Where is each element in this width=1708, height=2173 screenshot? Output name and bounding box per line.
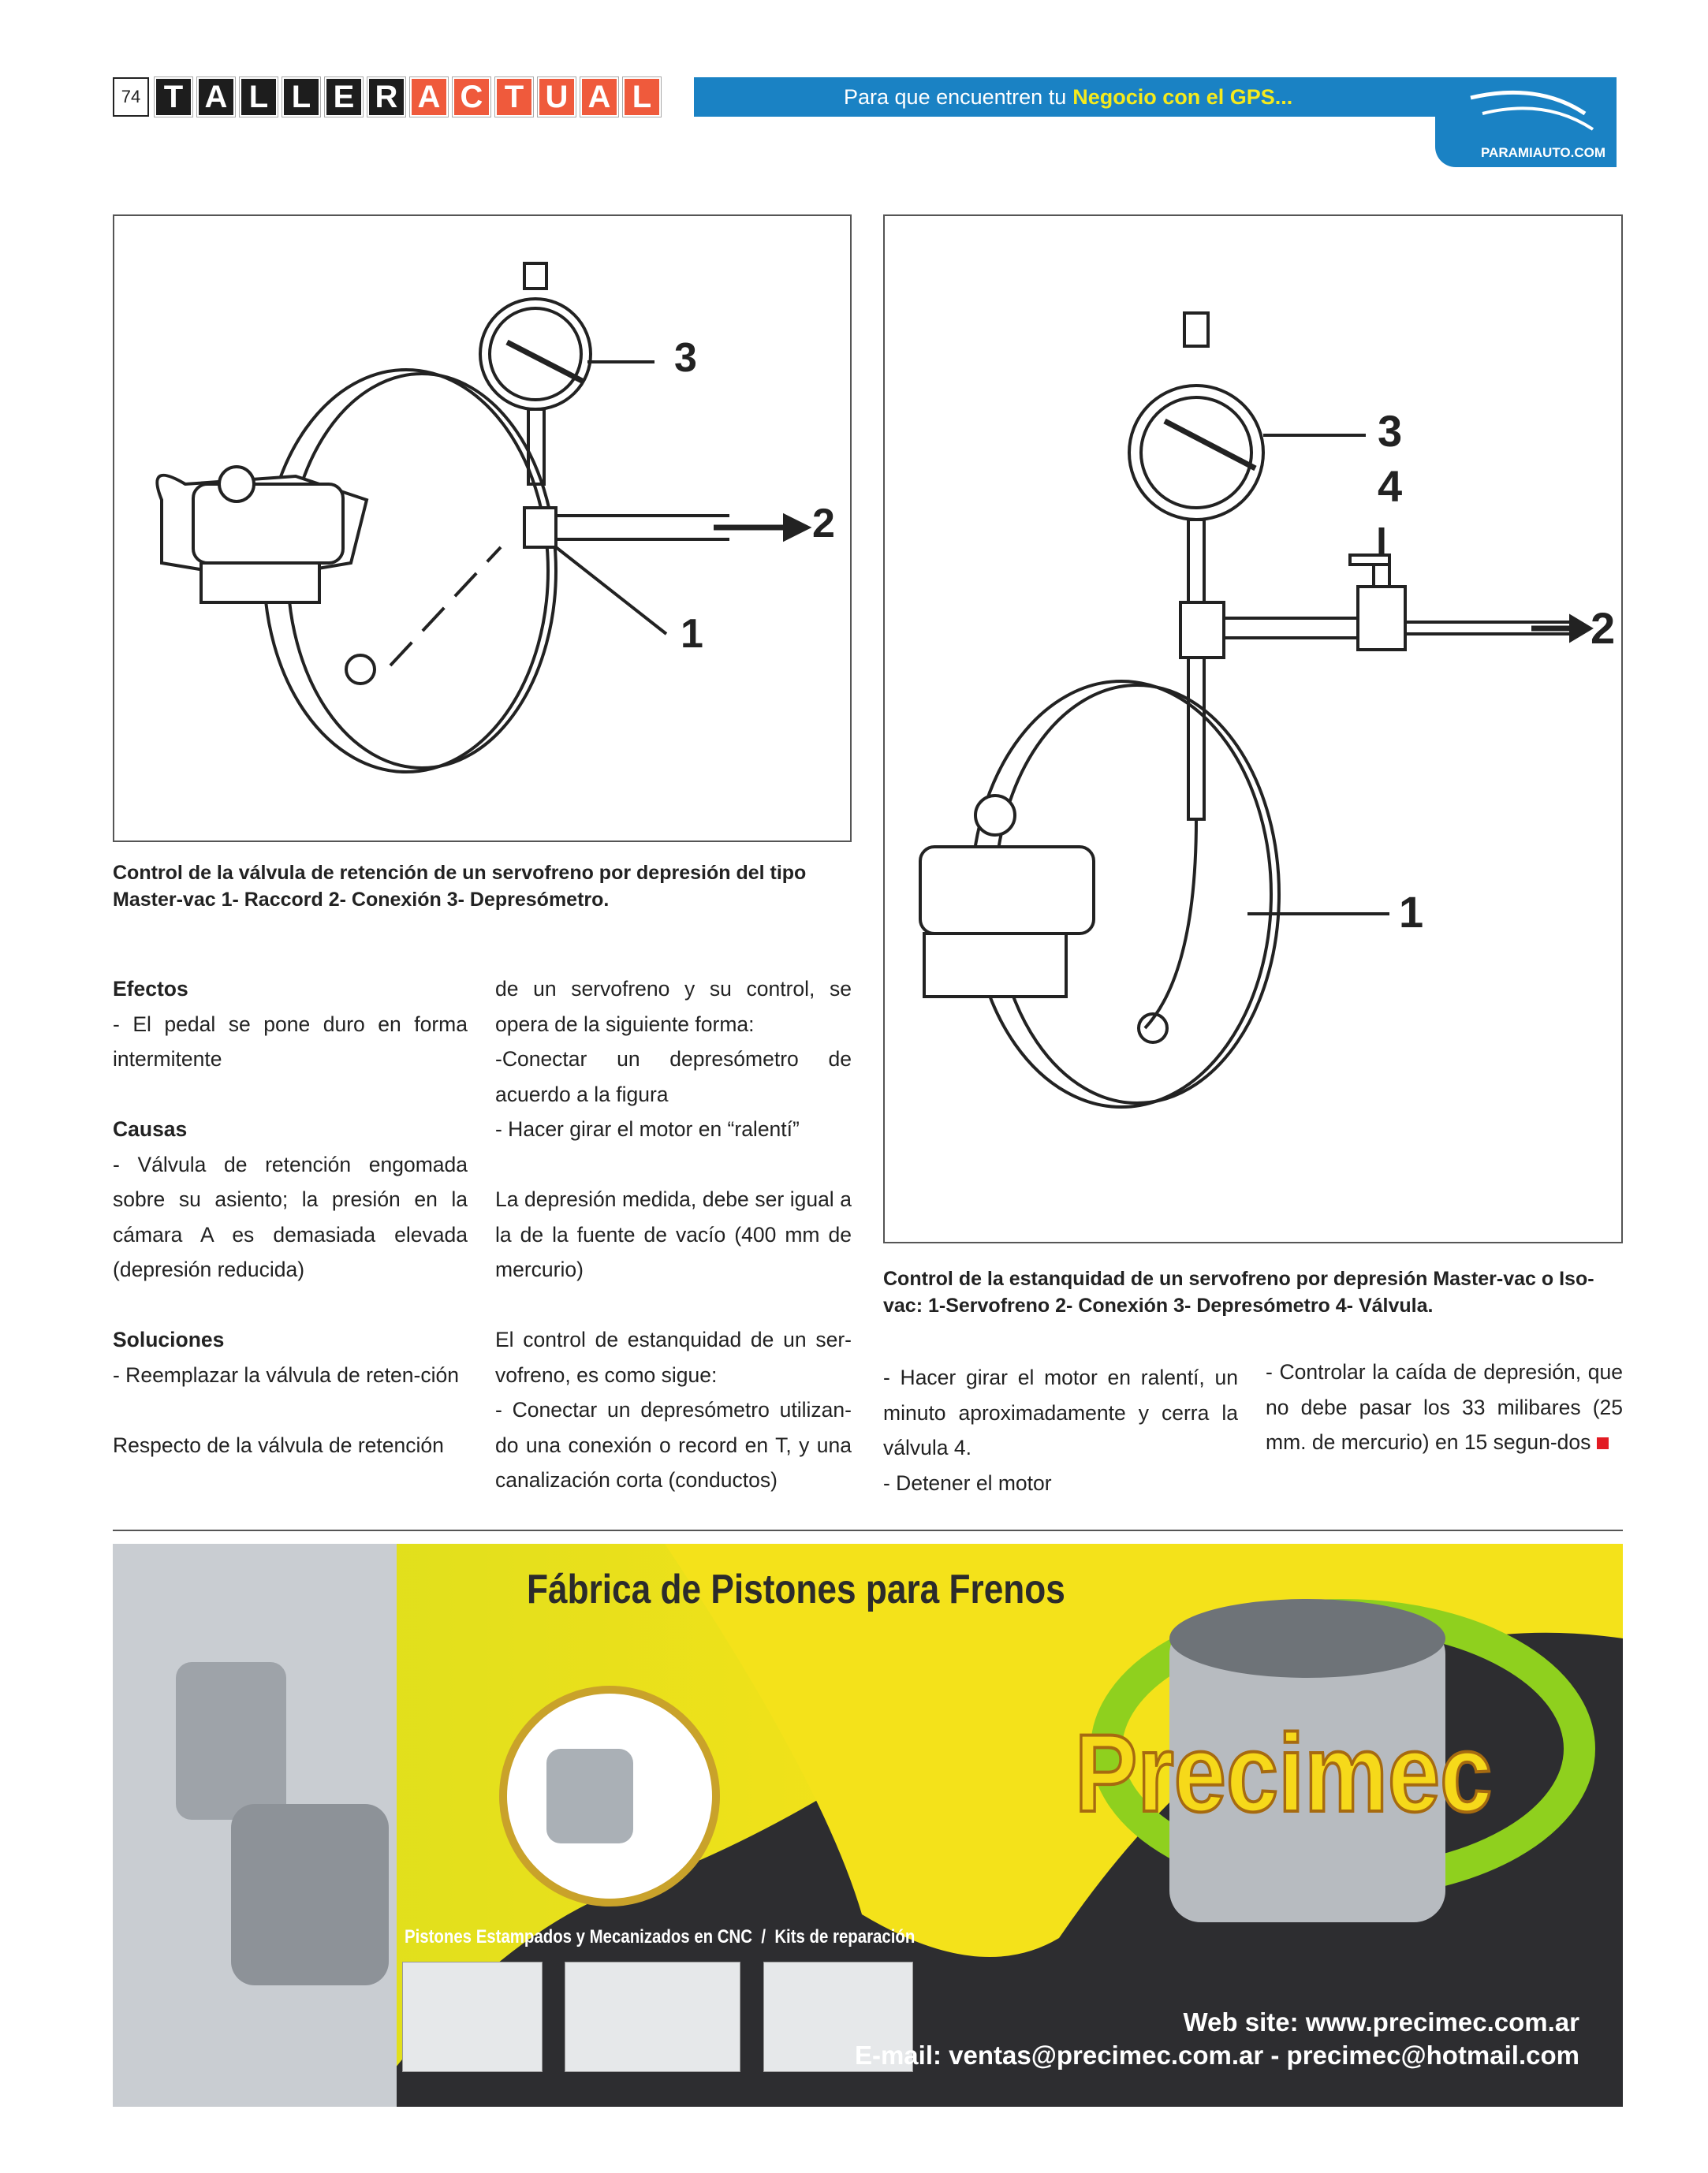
banner-text: Para que encuentren tu xyxy=(844,84,1067,109)
paragraph: - Reemplazar la válvula de reten-ción xyxy=(113,1362,459,1387)
precimec-advertisement[interactable]: Fábrica de Pistones para Frenos Precimec… xyxy=(113,1544,1623,2107)
logo-letter: R xyxy=(367,76,406,117)
paragraph: - Conectar un depresómetro utilizan-do u… xyxy=(495,1398,852,1492)
product-thumbnail xyxy=(763,1962,913,2072)
paragraph: - El pedal se pone duro en forma intermi… xyxy=(113,1012,468,1072)
paragraph: - Hacer girar el motor en “ralentí” xyxy=(495,1117,800,1141)
figure-leak-test: 3 4 2 1 xyxy=(883,214,1623,1243)
paragraph: - Controlar la caída de depresión, que n… xyxy=(1266,1360,1623,1454)
paragraph: - Válvula de retención engomada sobre su… xyxy=(113,1152,468,1282)
page-number: 74 xyxy=(113,77,149,117)
paragraph: - Hacer girar el motor en ralentí, un mi… xyxy=(883,1366,1238,1459)
figure-check-valve: 3 2 1 xyxy=(113,214,852,842)
label-2: 2 xyxy=(1591,603,1616,653)
logo-letter: T xyxy=(494,76,534,117)
banner-highlight: Negocio con el GPS... xyxy=(1072,84,1293,109)
precimec-logo: Precimec xyxy=(1073,1709,1494,1836)
logo-letter: L xyxy=(282,76,321,117)
logo-letter: T xyxy=(154,76,193,117)
paragraph: El control de estanquidad de un ser-vofr… xyxy=(495,1328,852,1387)
magazine-logo: T A L L E R A C T U A L xyxy=(154,76,662,117)
logo-letter: U xyxy=(537,76,576,117)
logo-letter: C xyxy=(452,76,491,117)
article-column-4: - Controlar la caída de depresión, que n… xyxy=(1266,1355,1623,1460)
heading-causas: Causas xyxy=(113,1117,188,1141)
label-1: 1 xyxy=(681,611,703,657)
article-column-1: Efectos - El pedal se pone duro en forma… xyxy=(113,971,468,1463)
paragraph: -Conectar un depresómetro de acuerdo a l… xyxy=(495,1047,852,1106)
paragraph: de un servofreno y su control, se opera … xyxy=(495,977,852,1036)
servo-brake-diagram xyxy=(155,262,812,773)
site-tab[interactable]: PARAMIAUTO.COM xyxy=(1435,77,1617,167)
car-swoosh-icon xyxy=(1470,90,1594,131)
end-mark-icon xyxy=(1596,1437,1609,1449)
divider xyxy=(113,1530,1623,1531)
paragraph: Respecto de la válvula de retención xyxy=(113,1433,444,1457)
logo-letter: L xyxy=(622,76,662,117)
heading-efectos: Efectos xyxy=(113,977,188,1001)
ad-email[interactable]: E-mail: ventas@precimec.com.ar - precime… xyxy=(854,2041,1579,2070)
product-thumbnail xyxy=(402,1962,543,2072)
article-column-3: - Hacer girar el motor en ralentí, un mi… xyxy=(883,1360,1238,1500)
figure-right-caption: Control de la estanquidad de un servofre… xyxy=(883,1268,1594,1317)
figure-left-caption: Control de la válvula de retención de un… xyxy=(113,862,807,911)
label-4: 4 xyxy=(1378,461,1403,511)
article-column-2: de un servofreno y su control, se opera … xyxy=(495,971,852,1498)
heading-soluciones: Soluciones xyxy=(113,1328,225,1351)
logo-letter: A xyxy=(409,76,449,117)
servo-brake-leak-diagram xyxy=(919,311,1594,1109)
logo-letter: A xyxy=(196,76,236,117)
label-1: 1 xyxy=(1399,887,1424,937)
logo-letter: A xyxy=(580,76,619,117)
ad-title: Fábrica de Pistones para Frenos xyxy=(527,1567,1065,1612)
label-3: 3 xyxy=(1378,406,1403,456)
paragraph: - Detener el motor xyxy=(883,1470,1052,1495)
label-3: 3 xyxy=(674,335,697,381)
ad-website[interactable]: Web site: www.precimec.com.ar xyxy=(1183,2007,1579,2037)
logo-letter: L xyxy=(239,76,278,117)
product-thumbnail xyxy=(565,1962,740,2072)
paragraph: La depresión medida, debe ser igual a la… xyxy=(495,1187,852,1281)
site-label: PARAMIAUTO.COM xyxy=(1480,145,1605,160)
label-2: 2 xyxy=(812,501,835,546)
logo-letter: E xyxy=(324,76,364,117)
ad-subtitle: Pistones Estampados y Mecanizados en CNC… xyxy=(405,1926,916,1948)
